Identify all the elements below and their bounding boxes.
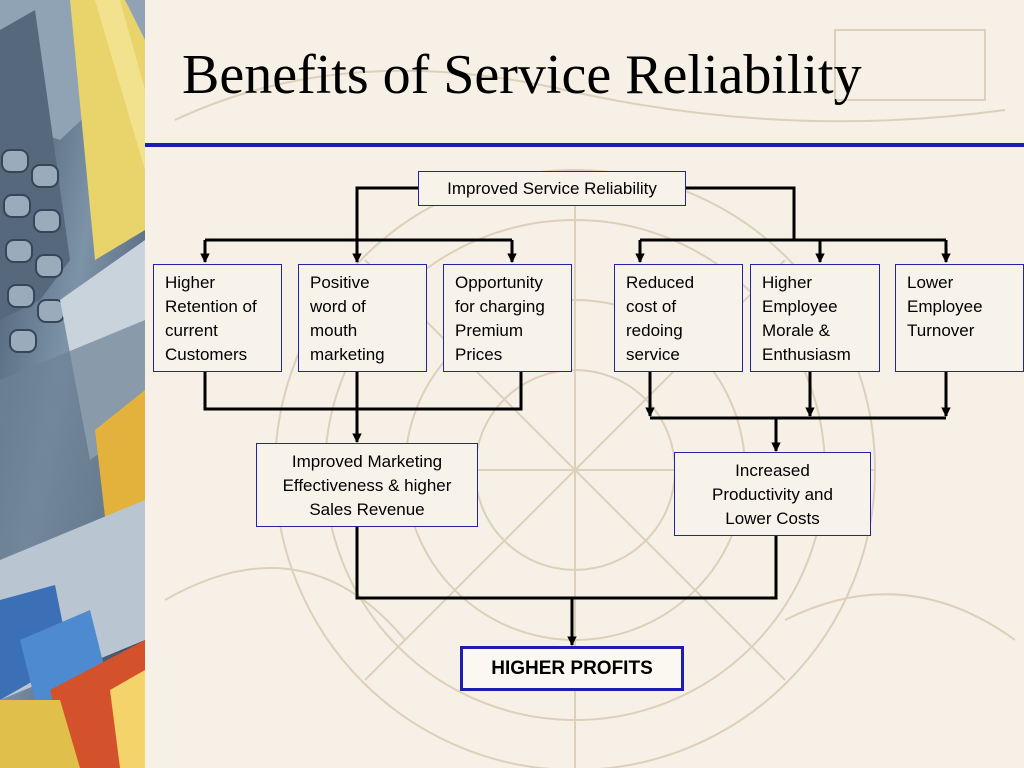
outcome-productivity-label: Increased Productivity and Lower Costs [712, 461, 833, 528]
higher-profits-box: HIGHER PROFITS [460, 646, 684, 691]
benefit-employee-morale-label: Higher Employee Morale & Enthusiasm [762, 273, 851, 364]
benefit-turnover-label: Lower Employee Turnover [907, 273, 983, 340]
benefit-retention-label: Higher Retention of current Customers [165, 273, 257, 364]
benefit-retention-box: Higher Retention of current Customers [153, 264, 282, 372]
title-divider [145, 143, 1024, 147]
background-blueprint [145, 0, 1024, 768]
benefit-reduced-cost-box: Reduced cost of redoing service [614, 264, 743, 372]
outcome-productivity-box: Increased Productivity and Lower Costs [674, 452, 871, 536]
outcome-marketing-label: Improved Marketing Effectiveness & highe… [282, 452, 452, 519]
higher-profits-label: HIGHER PROFITS [491, 658, 653, 679]
benefit-reduced-cost-label: Reduced cost of redoing service [626, 273, 695, 364]
root-box: Improved Service Reliability [418, 171, 686, 206]
root-label: Improved Service Reliability [447, 179, 657, 198]
calculator-photo [0, 0, 145, 768]
benefit-premium-prices-box: Opportunity for charging Premium Prices [443, 264, 572, 372]
outcome-marketing-box: Improved Marketing Effectiveness & highe… [256, 443, 478, 527]
slide-title: Benefits of Service Reliability [182, 44, 862, 106]
benefit-turnover-box: Lower Employee Turnover [895, 264, 1024, 372]
benefit-premium-prices-label: Opportunity for charging Premium Prices [455, 273, 545, 364]
benefit-word-of-mouth-label: Positive word of mouth marketing [310, 273, 385, 364]
benefit-word-of-mouth-box: Positive word of mouth marketing [298, 264, 427, 372]
benefit-employee-morale-box: Higher Employee Morale & Enthusiasm [750, 264, 880, 372]
